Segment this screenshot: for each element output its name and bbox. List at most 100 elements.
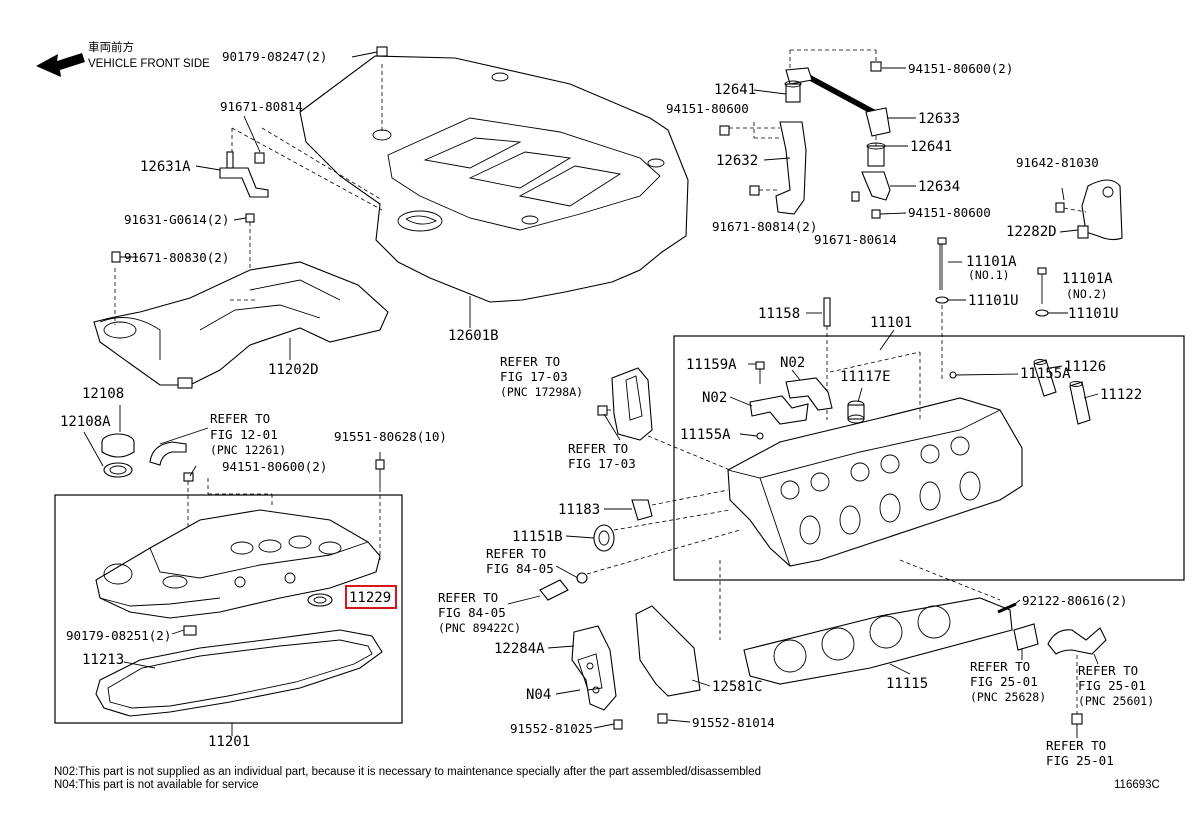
bolt-91551-80628[interactable] bbox=[375, 459, 385, 560]
cover-12581c[interactable] bbox=[635, 560, 721, 697]
grommet-90179-08251[interactable] bbox=[171, 625, 197, 636]
label-94151-80600-2a: 94151-80600(2) bbox=[222, 459, 327, 474]
gasket-11213[interactable] bbox=[95, 629, 383, 717]
label-12634: 12634 bbox=[918, 179, 960, 195]
plug-11117e[interactable] bbox=[847, 400, 865, 424]
head-bolt-11101a-no2[interactable] bbox=[1035, 267, 1049, 317]
cylinder-head-11101[interactable] bbox=[727, 351, 1023, 567]
head-cover-assembly-box bbox=[54, 494, 403, 724]
label-ref-25-01b-c: (PNC 25601) bbox=[1078, 694, 1154, 708]
bracket-12284a[interactable] bbox=[571, 625, 668, 730]
label-n02-a: N02 bbox=[780, 355, 805, 371]
highlight-frame-11229 bbox=[345, 585, 397, 609]
label-91642-81030: 91642-81030 bbox=[1016, 155, 1099, 170]
insulator-12641-a[interactable] bbox=[784, 80, 802, 103]
bracket-12632[interactable] bbox=[719, 121, 807, 215]
label-ref-84-05b-b: FIG 84-05 bbox=[438, 605, 506, 620]
label-ref-25-01c-a: REFER TO bbox=[1046, 738, 1106, 753]
label-ref-25-01a-c: (PNC 25628) bbox=[970, 690, 1046, 704]
label-11101u-2: 11101U bbox=[1068, 306, 1119, 322]
label-91671-80830: 91671-80830(2) bbox=[124, 250, 229, 265]
label-11101a-1: 11101A bbox=[966, 254, 1017, 270]
label-11155a-1: 11155A bbox=[1020, 366, 1071, 382]
label-no1: (NO.1) bbox=[968, 268, 1010, 282]
direction-jp: 車両前方 bbox=[88, 40, 134, 54]
label-12108: 12108 bbox=[82, 386, 124, 402]
label-ref-25-01a-b: FIG 25-01 bbox=[970, 674, 1038, 689]
label-11126: 11126 bbox=[1064, 359, 1106, 375]
label-12631a: 12631A bbox=[140, 159, 191, 175]
label-ref-17-03b-a: REFER TO bbox=[568, 441, 628, 456]
label-12282d: 12282D bbox=[1006, 224, 1057, 240]
label-11115: 11115 bbox=[886, 676, 928, 692]
label-94151-80600-d: 94151-80600 bbox=[908, 205, 991, 220]
label-91552-81025: 91552-81025 bbox=[510, 721, 593, 736]
head-bolt-11101a-no1[interactable] bbox=[935, 237, 949, 380]
plug-11183[interactable] bbox=[631, 489, 729, 521]
label-11155a-2: 11155A bbox=[680, 427, 731, 443]
oil-cap-12108[interactable] bbox=[83, 405, 135, 478]
label-91552-81014: 91552-81014 bbox=[692, 715, 775, 730]
bracket-12631a[interactable] bbox=[219, 128, 269, 198]
label-12284a: 12284A bbox=[494, 641, 545, 657]
mount-bracket-17298a[interactable] bbox=[597, 367, 731, 471]
label-11101a-2: 11101A bbox=[1062, 271, 1113, 287]
stay-12633[interactable] bbox=[785, 49, 891, 137]
label-91671-80614: 91671-80614 bbox=[814, 232, 897, 247]
label-ref-17-03a-b: FIG 17-03 bbox=[500, 369, 568, 384]
label-11101: 11101 bbox=[870, 315, 912, 331]
label-n02-b: N02 bbox=[702, 390, 727, 406]
oil-seal-11151b[interactable] bbox=[593, 509, 731, 552]
tube-11126[interactable] bbox=[1033, 359, 1057, 397]
leader-lines bbox=[120, 51, 1099, 738]
bolt-11159a[interactable] bbox=[755, 361, 765, 384]
label-ref-25-01c-b: FIG 25-01 bbox=[1046, 753, 1114, 768]
label-12632: 12632 bbox=[716, 153, 758, 169]
water-outlet-fig-25-01[interactable] bbox=[1013, 623, 1107, 725]
insulator-12641-b[interactable] bbox=[866, 136, 886, 167]
footnote-n02: N02:This part is not supplied as an indi… bbox=[54, 766, 761, 778]
label-11202d: 11202D bbox=[268, 362, 319, 378]
cover-bolts-dashes bbox=[231, 46, 388, 211]
label-ref-84-05b-a: REFER TO bbox=[438, 590, 498, 605]
figure-code: 116693C bbox=[1114, 779, 1160, 791]
label-n04: N04 bbox=[526, 687, 551, 703]
seal-11229[interactable] bbox=[307, 593, 333, 607]
sensor-fig-84-05[interactable] bbox=[539, 529, 741, 601]
label-11183: 11183 bbox=[558, 502, 600, 518]
label-ref-17-03a-c: (PNC 17298A) bbox=[500, 385, 583, 399]
label-92122-80616: 92122-80616(2) bbox=[1022, 593, 1127, 608]
label-91631-g0614: 91631-G0614(2) bbox=[124, 212, 229, 227]
insulator-11202d[interactable] bbox=[93, 251, 389, 389]
bracket-12634[interactable] bbox=[851, 171, 891, 219]
head-cover-11201[interactable] bbox=[95, 509, 381, 619]
label-11229: 11229 bbox=[349, 590, 391, 606]
front-arrow-icon bbox=[36, 53, 85, 77]
bracket-12282d[interactable] bbox=[1055, 179, 1123, 241]
label-11151b: 11151B bbox=[512, 529, 563, 545]
pcv-hose[interactable] bbox=[149, 427, 209, 466]
label-91671-80814-2: 91671-80814(2) bbox=[712, 219, 817, 234]
label-ref-84-05b-c: (PNC 89422C) bbox=[438, 621, 521, 635]
head-gasket-11115[interactable] bbox=[743, 559, 1013, 685]
engine-cover-12601b[interactable] bbox=[299, 55, 689, 303]
label-12601b: 12601B bbox=[448, 328, 499, 344]
label-12633: 12633 bbox=[918, 111, 960, 127]
label-ref-84-05a-a: REFER TO bbox=[486, 546, 546, 561]
label-11159a: 11159A bbox=[686, 357, 737, 373]
label-11201: 11201 bbox=[208, 734, 250, 750]
label-ref-25-01b-a: REFER TO bbox=[1078, 663, 1138, 678]
label-94151-80600-b: 94151-80600 bbox=[666, 101, 749, 116]
part-labels: 90179-08247(2) 91671-80814 12631A 91631-… bbox=[60, 49, 1154, 768]
cylinder-head-assembly-box bbox=[673, 335, 1185, 581]
pin-11155a[interactable] bbox=[756, 371, 957, 440]
tube-11122[interactable] bbox=[1069, 381, 1091, 425]
label-12108a: 12108A bbox=[60, 414, 111, 430]
cam-cap-n02[interactable] bbox=[749, 377, 833, 425]
label-ref-12-01-b: FIG 12-01 bbox=[210, 427, 278, 442]
label-11101u-1: 11101U bbox=[968, 293, 1019, 309]
label-12641-a: 12641 bbox=[714, 82, 756, 98]
label-11158: 11158 bbox=[758, 306, 800, 322]
